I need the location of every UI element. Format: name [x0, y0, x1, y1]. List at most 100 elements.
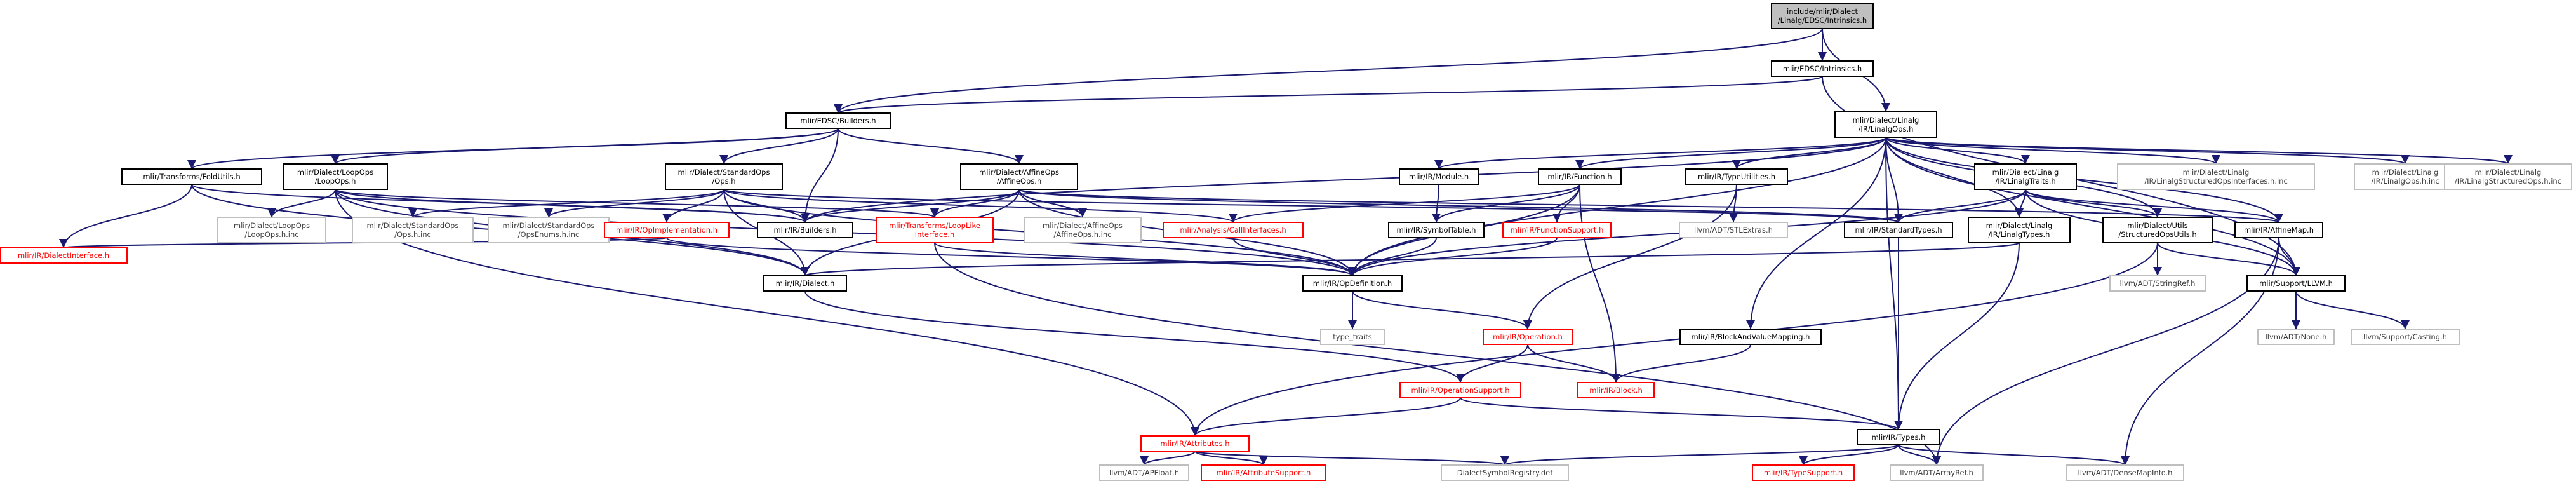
- edge-ir_attributes-to-apfloat: [1140, 451, 1196, 466]
- node-array-ref[interactable]: llvm/ADT/ArrayRef.h: [1890, 464, 1984, 481]
- node-linalg-ops[interactable]: mlir/Dialect/Linalg/IR/LinalgOps.h: [1834, 111, 1937, 138]
- edge-ir_operation-to-operation_support: [1456, 344, 1528, 383]
- edge-standard_ops-to-standard_ops_enums_inc: [544, 189, 724, 218]
- node-box: [2257, 329, 2335, 345]
- node-label: /OpsEnums.h.inc: [518, 230, 580, 239]
- edge-ir_attributes-to-attribute_support: [1194, 451, 1268, 466]
- node-box: [2117, 163, 2315, 190]
- node-label: mlir/IR/Block.h: [1589, 386, 1643, 395]
- node-label: mlir/IR/TypeUtilities.h: [1698, 172, 1775, 181]
- node-structured-ops-utils[interactable]: mlir/Dialect/Utils/StructuredOpsUtils.h: [2102, 217, 2213, 243]
- edge-affine_map-to-dense_map_info: [2121, 237, 2279, 466]
- node-op-definition[interactable]: mlir/IR/OpDefinition.h: [1302, 275, 1403, 292]
- edge-linalg_traits-to-affine_map: [2025, 189, 2283, 223]
- node-box: [960, 163, 1078, 190]
- edge-loop_ops-to-loopops_h_inc: [267, 189, 336, 218]
- node-box: [1099, 464, 1189, 481]
- node-box: [763, 275, 847, 292]
- node-linalg-structured-ops-inc[interactable]: mlir/Dialect/Linalg/IR/LinalgStructuredO…: [2444, 163, 2572, 190]
- node-attribute-support[interactable]: mlir/IR/AttributeSupport.h: [1201, 464, 1326, 481]
- edge-linalg_ops-to-linalg_structured_ops_inc: [1885, 137, 2513, 165]
- node-linalg-traits[interactable]: mlir/Dialect/Linalg/IR/LinalgTraits.h: [1974, 163, 2077, 190]
- node-adt-none[interactable]: llvm/ADT/None.h: [2257, 329, 2335, 345]
- node-ir-function[interactable]: mlir/IR/Function.h: [1538, 168, 1622, 185]
- node-box: [2109, 275, 2206, 292]
- node-affine-ops[interactable]: mlir/Dialect/AffineOps/AffineOps.h: [960, 163, 1078, 190]
- node-edsc-builders[interactable]: mlir/EDSC/Builders.h: [785, 112, 891, 129]
- node-label: mlir/Analysis/CallInterfaces.h: [1180, 226, 1286, 234]
- node-op-implementation[interactable]: mlir/IR/OpImplementation.h: [604, 222, 730, 238]
- node-fold-utils[interactable]: mlir/Transforms/FoldUtils.h: [121, 168, 262, 185]
- node-dialect-symbol-registry[interactable]: DialectSymbolRegistry.def: [1441, 464, 1569, 481]
- node-support-llvm[interactable]: mlir/Support/LLVM.h: [2246, 275, 2346, 292]
- node-standard-ops-h-inc[interactable]: mlir/Dialect/StandardOps/Ops.h.inc: [352, 217, 474, 243]
- edge-loop_ops-to-ir_builders: [335, 189, 810, 223]
- node-ir-type-utilities[interactable]: mlir/IR/TypeUtilities.h: [1685, 168, 1788, 185]
- node-ir-attributes[interactable]: mlir/IR/Attributes.h: [1140, 435, 1250, 452]
- node-ir-module[interactable]: mlir/IR/Module.h: [1399, 168, 1479, 185]
- node-ir-types[interactable]: mlir/IR/Types.h: [1857, 429, 1940, 445]
- node-affine-map[interactable]: mlir/IR/AffineMap.h: [2234, 222, 2323, 238]
- node-call-interfaces[interactable]: mlir/Analysis/CallInterfaces.h: [1163, 222, 1304, 238]
- node-dense-map-info[interactable]: llvm/ADT/DenseMapInfo.h: [2066, 464, 2184, 481]
- edge-standard_ops-to-op_implementation: [662, 189, 724, 223]
- node-apfloat[interactable]: llvm/ADT/APFloat.h: [1099, 464, 1189, 481]
- node-standard-ops-enums-inc[interactable]: mlir/Dialect/StandardOps/OpsEnums.h.inc: [488, 217, 610, 243]
- node-symbol-table[interactable]: mlir/IR/SymbolTable.h: [1388, 222, 1485, 238]
- node-operation-support[interactable]: mlir/IR/OperationSupport.h: [1399, 382, 1521, 398]
- node-label: llvm/ADT/None.h: [2266, 332, 2327, 341]
- node-label: mlir/IR/OpDefinition.h: [1313, 279, 1392, 288]
- node-ir-block[interactable]: mlir/IR/Block.h: [1577, 382, 1655, 398]
- node-stl-extras[interactable]: llvm/ADT/STLExtras.h: [1679, 222, 1788, 238]
- node-label: mlir/Dialect/Linalg: [1986, 221, 2053, 230]
- node-block-value-mapping[interactable]: mlir/IR/BlockAndValueMapping.h: [1679, 329, 1822, 345]
- node-label: mlir/Transforms/LoopLike: [889, 221, 980, 230]
- node-box: [1320, 329, 1385, 345]
- node-label: /Linalg/EDSC/Intrinsics.h: [1778, 16, 1867, 25]
- node-loopops-h-inc[interactable]: mlir/Dialect/LoopOps/LoopOps.h.inc: [217, 217, 326, 243]
- node-string-ref[interactable]: llvm/ADT/StringRef.h: [2109, 275, 2206, 292]
- edge-edsc_builders-to-standard_ops: [719, 128, 839, 165]
- node-type-traits[interactable]: type_traits: [1320, 329, 1385, 345]
- node-linalg-types[interactable]: mlir/Dialect/Linalg/IR/LinalgTypes.h: [1968, 217, 2071, 243]
- node-label: llvm/ADT/STLExtras.h: [1694, 226, 1773, 234]
- node-ir-builders[interactable]: mlir/IR/Builders.h: [757, 222, 853, 238]
- node-ir-dialect[interactable]: mlir/IR/Dialect.h: [763, 275, 847, 292]
- node-label: mlir/Dialect/Linalg: [1853, 116, 1919, 125]
- node-support-casting[interactable]: llvm/Support/Casting.h: [2351, 329, 2460, 345]
- node-type-support[interactable]: mlir/IR/TypeSupport.h: [1752, 464, 1855, 481]
- node-standard-types[interactable]: mlir/IR/StandardTypes.h: [1844, 222, 1953, 238]
- node-dialect-interface[interactable]: mlir/IR/DialectInterface.h: [0, 247, 128, 264]
- edge-linalg_types-to-ir_types: [1894, 242, 2020, 430]
- edge-standard_ops-to-call_interfaces: [723, 189, 1238, 223]
- node-label: mlir/Dialect/StandardOps: [678, 168, 770, 177]
- node-edsc-intrinsics[interactable]: mlir/EDSC/Intrinsics.h: [1771, 60, 1874, 77]
- edge-linalg_ops-to-ir_function: [1575, 137, 1886, 170]
- edge-affine_map-to-support_llvm: [2278, 237, 2300, 276]
- node-linalg-ops-inc[interactable]: mlir/Dialect/Linalg/IR/LinalgOps.h.inc: [2354, 163, 2457, 190]
- edge-linalg_ops-to-linalg_ops_inc: [1885, 137, 2410, 165]
- node-label: mlir/IR/Attributes.h: [1160, 439, 1229, 448]
- node-box: [1890, 464, 1984, 481]
- node-label: mlir/IR/DialectInterface.h: [18, 251, 109, 260]
- edge-linalg_types-to-ir_dialect: [801, 242, 2020, 276]
- edge-linalg_ops-to-linalg_structured_interfaces_inc: [1885, 137, 2220, 165]
- node-label: mlir/Support/LLVM.h: [2259, 279, 2333, 288]
- node-ir-operation[interactable]: mlir/IR/Operation.h: [1483, 329, 1573, 345]
- node-box: [1399, 382, 1521, 398]
- node-box: [2102, 217, 2213, 243]
- node-linalg-structured-interfaces-inc[interactable]: mlir/Dialect/Linalg/IR/LinalgStructuredO…: [2117, 163, 2315, 190]
- node-affine-ops-inc[interactable]: mlir/Dialect/AffineOps/AffineOps.h.inc: [1024, 217, 1142, 243]
- edge-linalg_ops-to-ir_types: [1885, 137, 1903, 430]
- node-box: [2351, 329, 2460, 345]
- node-label: /Ops.h: [712, 177, 735, 186]
- node-loop-ops[interactable]: mlir/Dialect/LoopOps/LoopOps.h: [283, 163, 388, 190]
- node-standard-ops[interactable]: mlir/Dialect/StandardOps/Ops.h: [665, 163, 783, 190]
- node-function-support[interactable]: mlir/IR/FunctionSupport.h: [1502, 222, 1612, 238]
- node-box: [876, 217, 994, 243]
- edge-op_definition-to-ir_operation: [1352, 290, 1532, 330]
- edge-edsc_builders-to-ir_builders: [801, 128, 839, 223]
- edge-support_llvm-to-support_casting: [2295, 290, 2410, 330]
